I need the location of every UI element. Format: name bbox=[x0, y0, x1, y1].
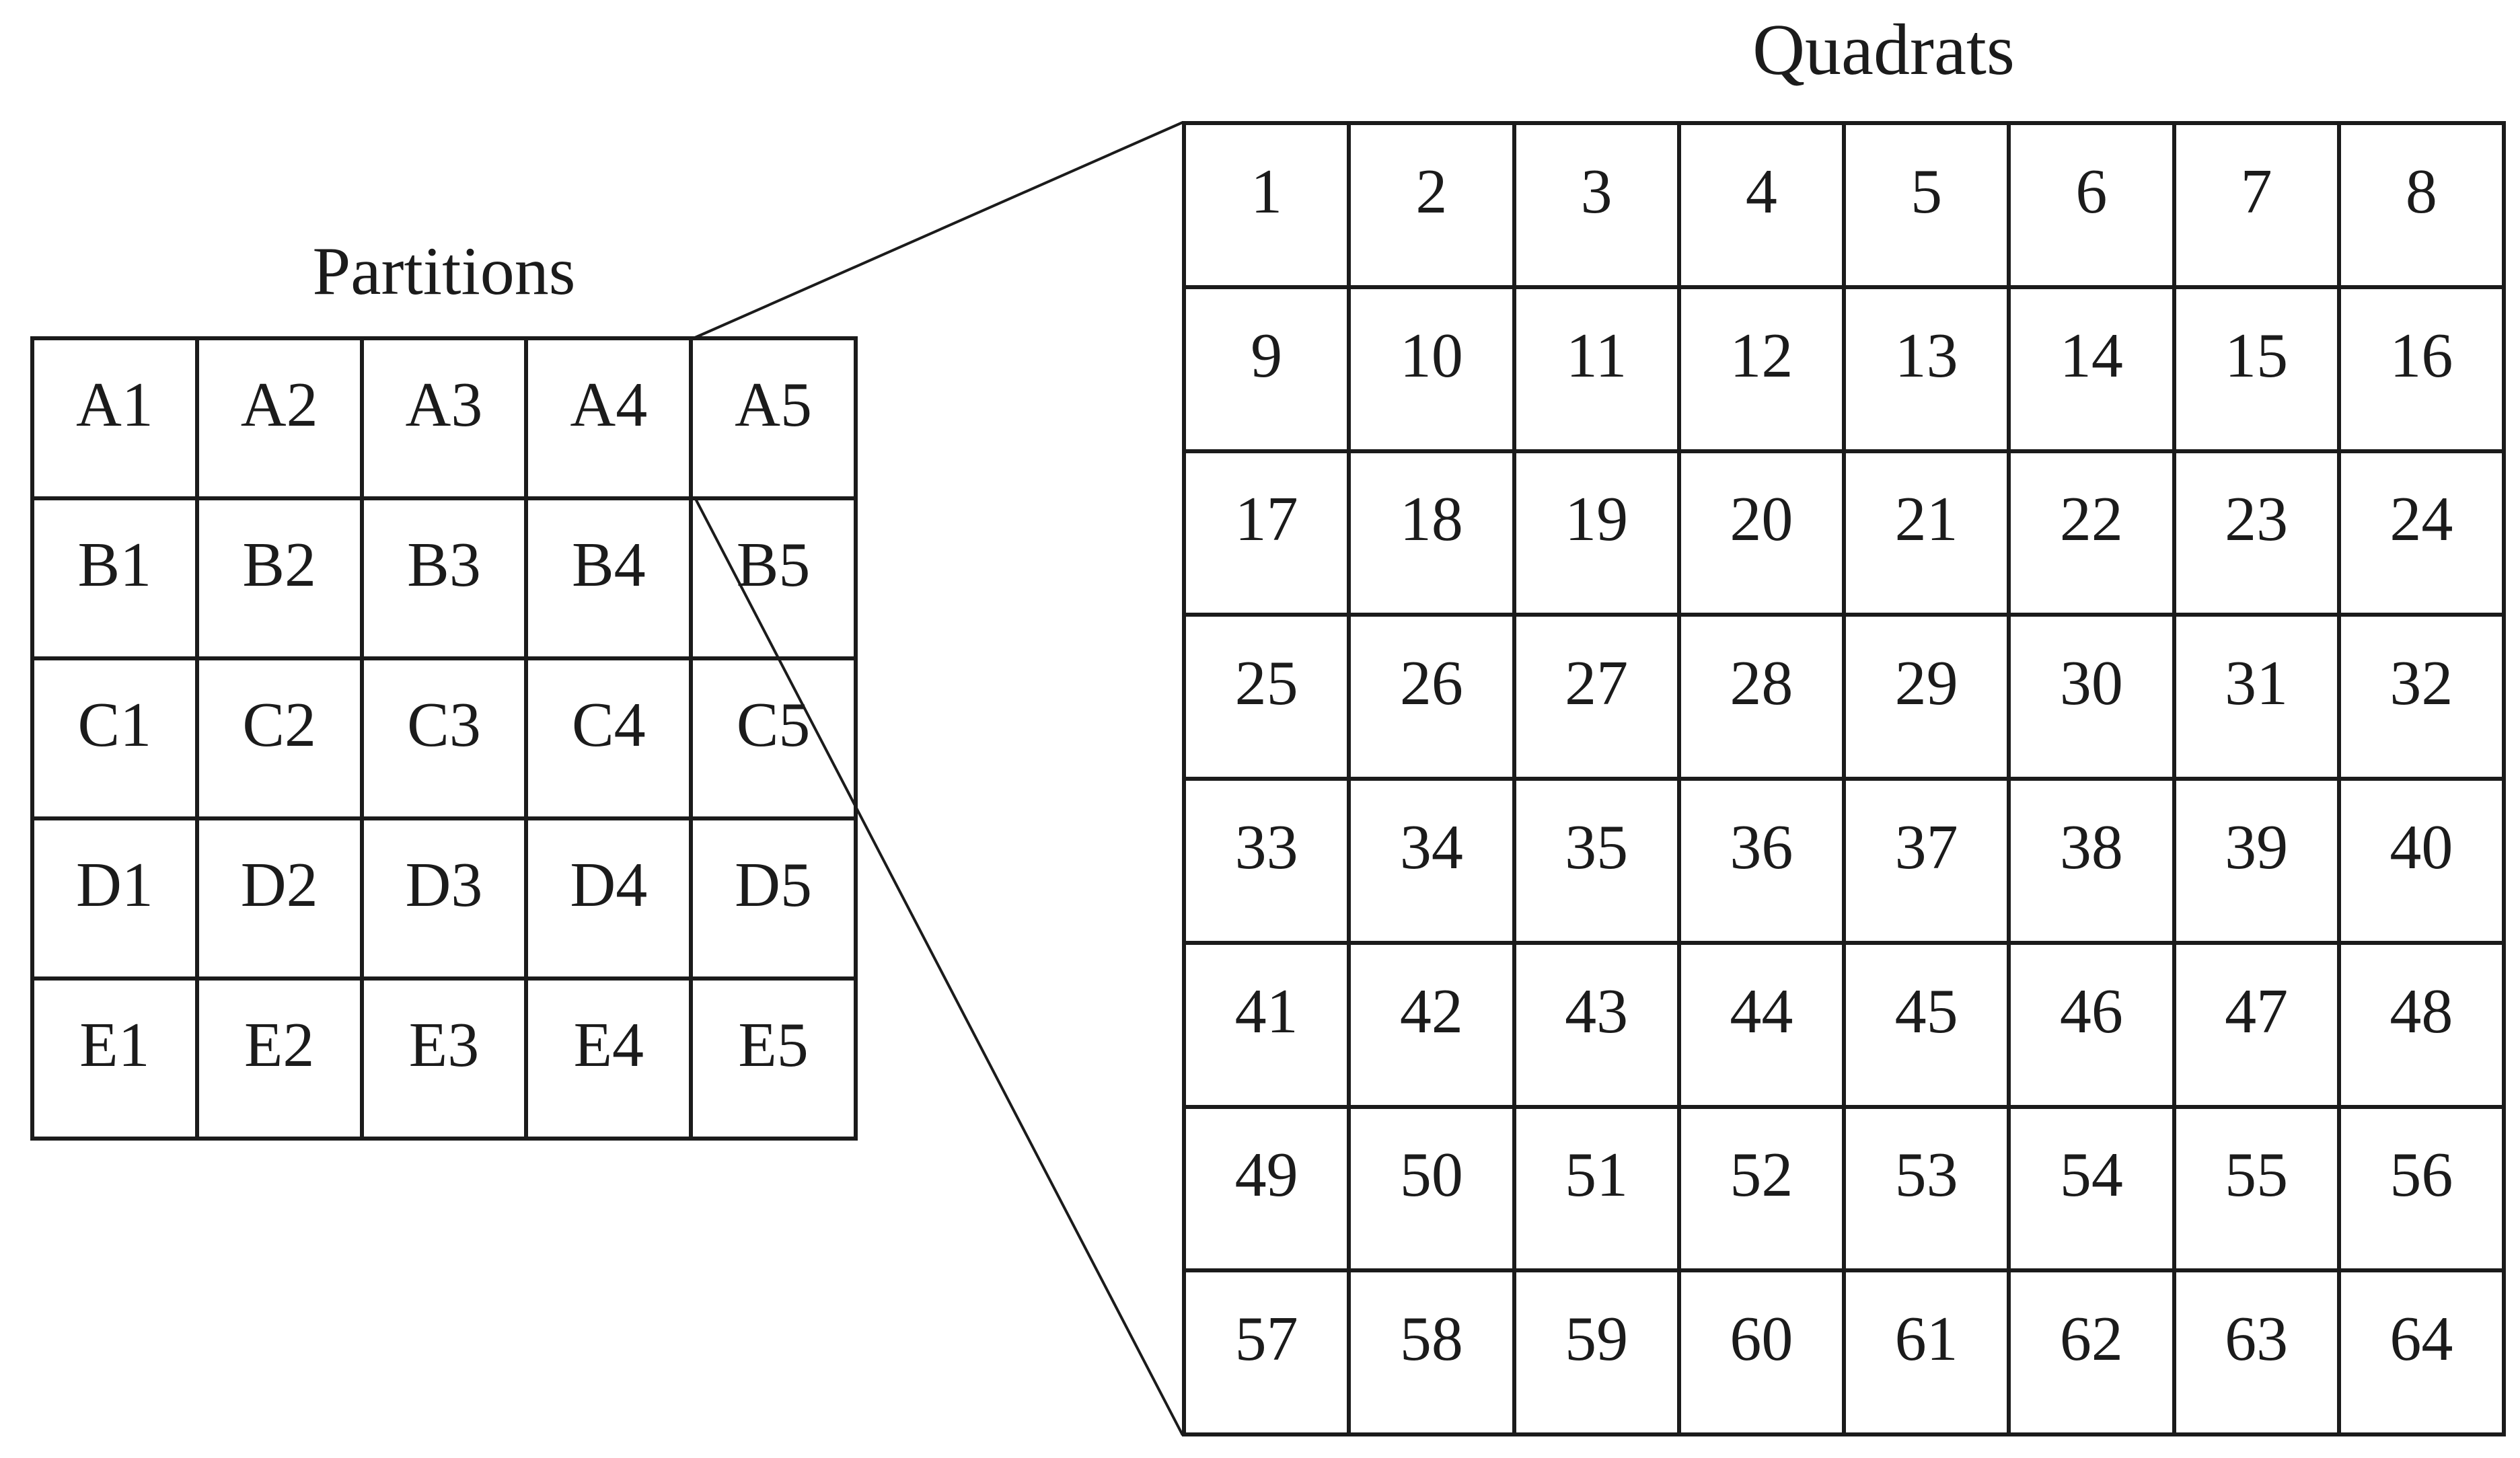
partition-cell: B2 bbox=[196, 498, 362, 658]
quadrat-cell: 31 bbox=[2174, 615, 2339, 779]
partition-cell: E5 bbox=[691, 979, 856, 1139]
quadrat-cell: 59 bbox=[1514, 1270, 1679, 1434]
quadrat-cell: 29 bbox=[1844, 615, 2009, 779]
partition-cell: E4 bbox=[526, 979, 692, 1139]
quadrat-cell: 62 bbox=[2009, 1270, 2174, 1434]
quadrat-cell: 17 bbox=[1184, 451, 1349, 615]
quadrat-cell: 38 bbox=[2009, 779, 2174, 943]
quadrat-cell: 52 bbox=[1678, 1106, 1844, 1271]
quadrat-cell: 60 bbox=[1678, 1270, 1844, 1434]
quadrat-cell: 23 bbox=[2174, 451, 2339, 615]
quadrat-cell: 27 bbox=[1514, 615, 1679, 779]
quadrat-cell: 39 bbox=[2174, 779, 2339, 943]
quadrat-cell: 34 bbox=[1349, 779, 1514, 943]
partition-cell: D4 bbox=[526, 818, 692, 979]
partition-cell: B1 bbox=[32, 498, 197, 658]
quadrat-cell: 21 bbox=[1844, 451, 2009, 615]
quadrat-cell: 58 bbox=[1349, 1270, 1514, 1434]
quadrat-cell: 32 bbox=[2338, 615, 2504, 779]
quadrat-cell: 10 bbox=[1349, 286, 1514, 451]
quadrat-cell: 1 bbox=[1184, 123, 1349, 287]
quadrat-cell: 46 bbox=[2009, 942, 2174, 1107]
quadrat-cell: 20 bbox=[1678, 451, 1844, 615]
quadrats-title: Quadrats bbox=[1752, 10, 2015, 90]
quadrat-cell: 9 bbox=[1184, 286, 1349, 451]
quadrat-cell: 44 bbox=[1678, 942, 1844, 1107]
quadrat-cell: 7 bbox=[2174, 123, 2339, 287]
partition-cell: E1 bbox=[32, 979, 197, 1139]
quadrat-cell: 18 bbox=[1349, 451, 1514, 615]
partition-cell: E2 bbox=[196, 979, 362, 1139]
quadrat-cell: 11 bbox=[1514, 286, 1679, 451]
quadrat-cell: 33 bbox=[1184, 779, 1349, 943]
quadrat-cell: 51 bbox=[1514, 1106, 1679, 1271]
quadrat-cell: 37 bbox=[1844, 779, 2009, 943]
partitions-title: Partitions bbox=[312, 233, 576, 309]
quadrat-cell: 28 bbox=[1678, 615, 1844, 779]
quadrat-cell: 54 bbox=[2009, 1106, 2174, 1271]
quadrat-cell: 36 bbox=[1678, 779, 1844, 943]
partition-cell: C1 bbox=[32, 658, 197, 818]
quadrat-cell: 30 bbox=[2009, 615, 2174, 779]
partition-cell: E3 bbox=[361, 979, 527, 1139]
quadrat-cell: 13 bbox=[1844, 286, 2009, 451]
quadrat-cell: 43 bbox=[1514, 942, 1679, 1107]
quadrat-cell: 41 bbox=[1184, 942, 1349, 1107]
partition-cell: A4 bbox=[526, 338, 692, 498]
quadrat-cell: 5 bbox=[1844, 123, 2009, 287]
quadrat-cell: 19 bbox=[1514, 451, 1679, 615]
quadrat-cell: 3 bbox=[1514, 123, 1679, 287]
quadrat-cell: 50 bbox=[1349, 1106, 1514, 1271]
quadrat-cell: 45 bbox=[1844, 942, 2009, 1107]
quadrat-cell: 6 bbox=[2009, 123, 2174, 287]
partition-cell: C5 bbox=[691, 658, 856, 818]
partition-cell: C3 bbox=[361, 658, 527, 818]
quadrat-cell: 14 bbox=[2009, 286, 2174, 451]
quadrat-cell: 53 bbox=[1844, 1106, 2009, 1271]
partition-cell: A2 bbox=[196, 338, 362, 498]
partition-cell: A1 bbox=[32, 338, 197, 498]
quadrat-cell: 55 bbox=[2174, 1106, 2339, 1271]
quadrat-cell: 12 bbox=[1678, 286, 1844, 451]
quadrat-cell: 42 bbox=[1349, 942, 1514, 1107]
partition-cell: B3 bbox=[361, 498, 527, 658]
quadrat-cell: 40 bbox=[2338, 779, 2504, 943]
quadrat-cell: 49 bbox=[1184, 1106, 1349, 1271]
quadrat-cell: 64 bbox=[2338, 1270, 2504, 1434]
quadrat-cell: 61 bbox=[1844, 1270, 2009, 1434]
quadrat-cell: 35 bbox=[1514, 779, 1679, 943]
partition-cell: D5 bbox=[691, 818, 856, 979]
quadrat-cell: 56 bbox=[2338, 1106, 2504, 1271]
quadrat-cell: 25 bbox=[1184, 615, 1349, 779]
quadrat-cell: 8 bbox=[2338, 123, 2504, 287]
quadrat-cell: 24 bbox=[2338, 451, 2504, 615]
quadrat-cell: 15 bbox=[2174, 286, 2339, 451]
quadrat-cell: 48 bbox=[2338, 942, 2504, 1107]
quadrat-cell: 47 bbox=[2174, 942, 2339, 1107]
quadrat-cell: 2 bbox=[1349, 123, 1514, 287]
quadrat-cell: 16 bbox=[2338, 286, 2504, 451]
partition-cell: C4 bbox=[526, 658, 692, 818]
partition-cell: C2 bbox=[196, 658, 362, 818]
partition-cell: A5 bbox=[691, 338, 856, 498]
quadrat-cell: 63 bbox=[2174, 1270, 2339, 1434]
partition-cell: D1 bbox=[32, 818, 197, 979]
quadrat-cell: 26 bbox=[1349, 615, 1514, 779]
quadrat-cell: 57 bbox=[1184, 1270, 1349, 1434]
partition-cell: D2 bbox=[196, 818, 362, 979]
partition-cell: D3 bbox=[361, 818, 527, 979]
partition-cell: B5 bbox=[691, 498, 856, 658]
partition-cell: B4 bbox=[526, 498, 692, 658]
quadrat-cell: 4 bbox=[1678, 123, 1844, 287]
partition-cell: A3 bbox=[361, 338, 527, 498]
quadrat-cell: 22 bbox=[2009, 451, 2174, 615]
